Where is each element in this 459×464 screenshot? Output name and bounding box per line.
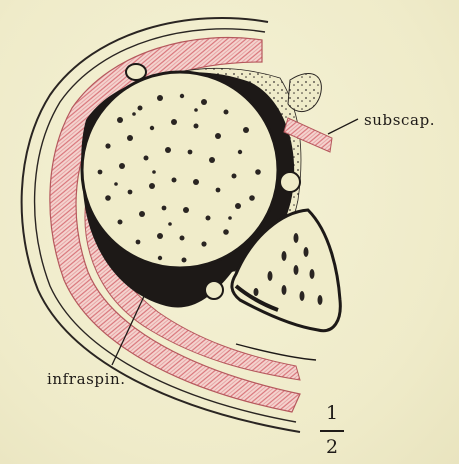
subscap-leader-line (328, 119, 358, 134)
fraction-numerator: 1 (317, 404, 347, 426)
scale-fraction: 1 2 (317, 404, 347, 460)
infraspinatus-label: infraspin. (47, 370, 126, 388)
subscapularis-label: subscap. (364, 111, 435, 129)
fraction-denominator: 2 (317, 438, 347, 460)
fraction-bar (320, 430, 344, 432)
